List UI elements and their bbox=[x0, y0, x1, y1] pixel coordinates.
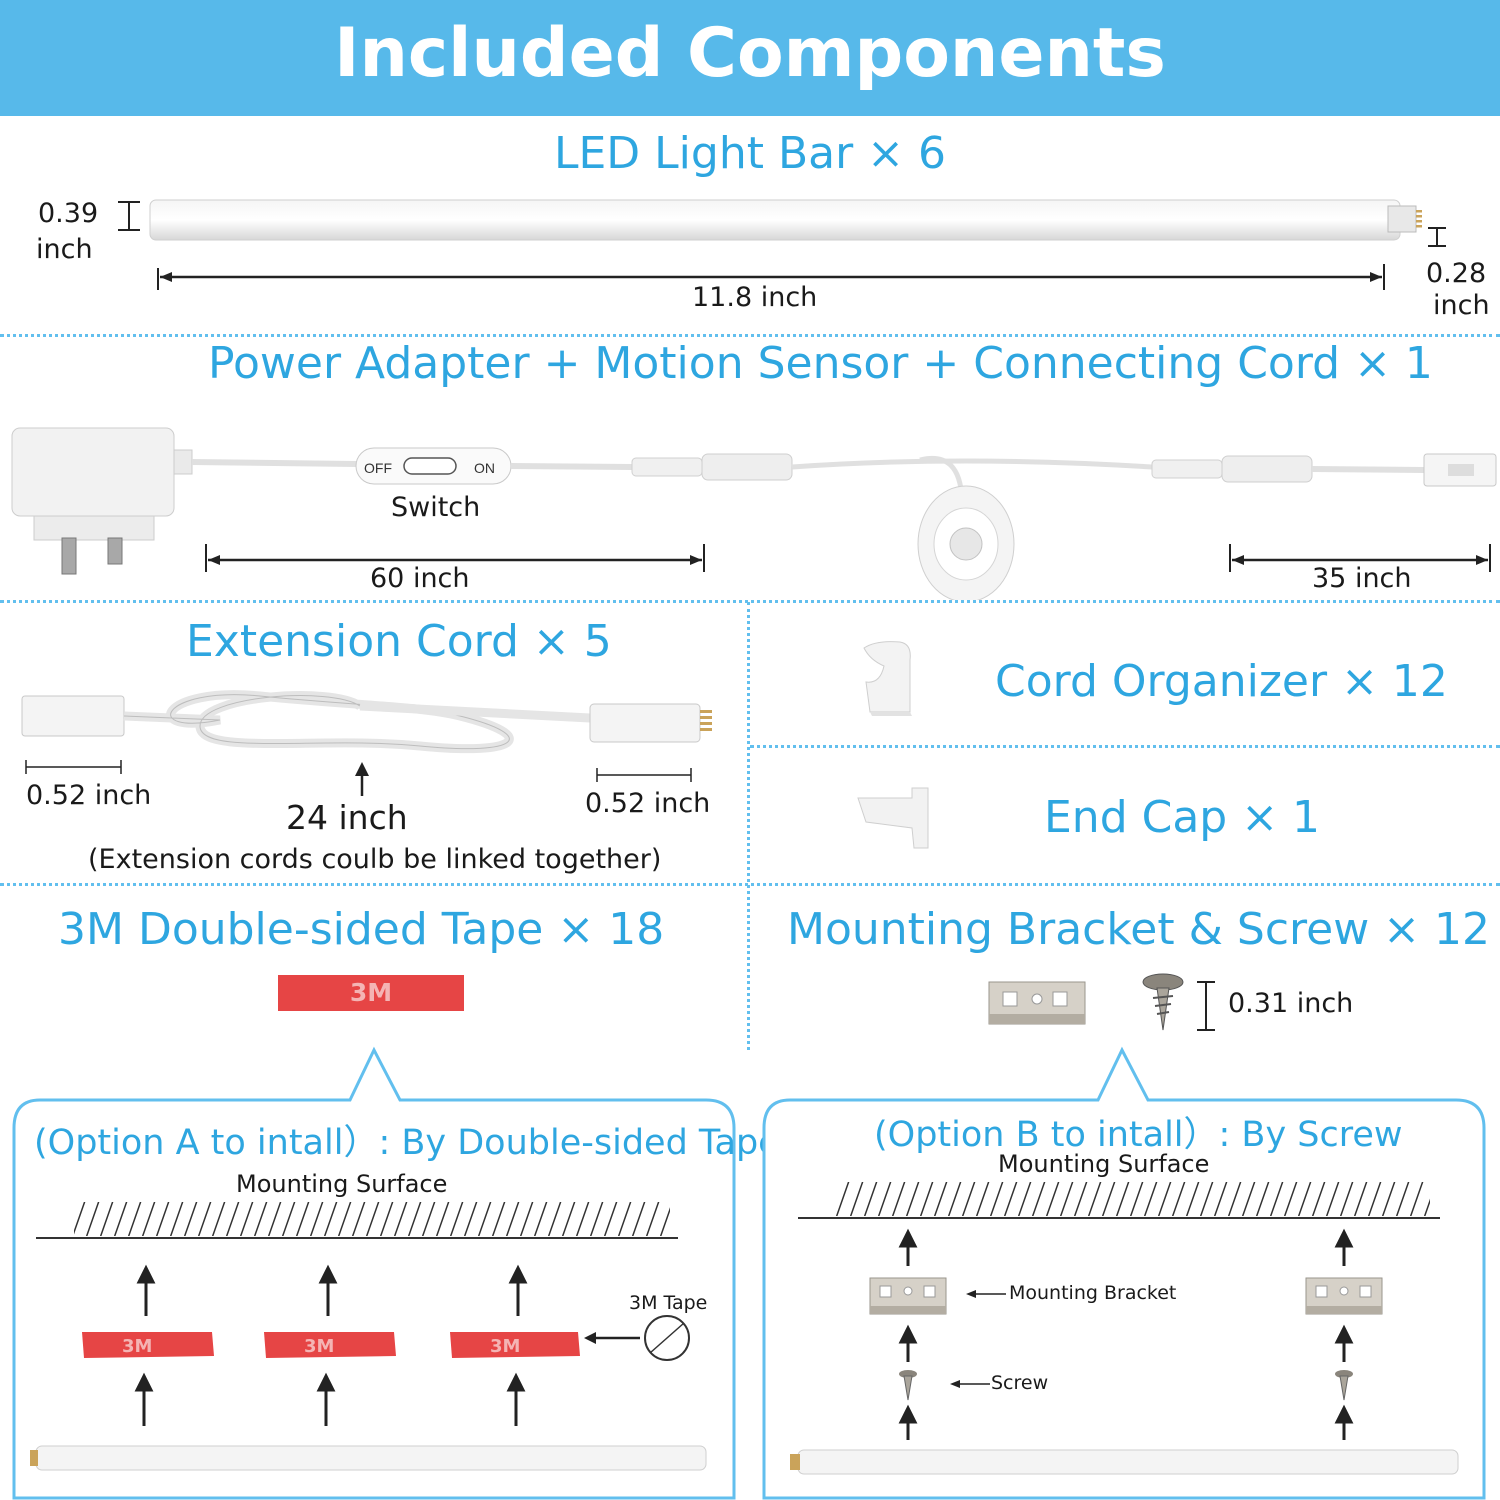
cord-right-length: 35 inch bbox=[1312, 563, 1412, 594]
header-banner bbox=[0, 0, 1500, 116]
option-b-surface-label: Mounting Surface bbox=[998, 1150, 1210, 1178]
extension-right-width: 0.52 inch bbox=[585, 788, 711, 819]
power-title: Power Adapter + Motion Sensor + Connecti… bbox=[208, 338, 1433, 389]
option-b-frame bbox=[762, 1046, 1486, 1500]
bar-length-label: 11.8 inch bbox=[692, 282, 818, 313]
tape-logo: 3M bbox=[349, 978, 393, 1007]
extension-title: Extension Cord × 5 bbox=[186, 616, 612, 667]
tape-strip: 3M bbox=[278, 975, 464, 1011]
bar-height-left-unit: inch bbox=[36, 234, 93, 265]
switch-label: Switch bbox=[391, 492, 481, 523]
divider-vertical bbox=[747, 602, 750, 1050]
bar-height-left-value: 0.39 bbox=[38, 198, 99, 229]
light-bar-drawing bbox=[118, 199, 1446, 290]
extension-note: (Extension cords coulb be linked togethe… bbox=[88, 844, 662, 875]
divider bbox=[0, 883, 1500, 886]
extension-cord-drawing bbox=[21, 690, 712, 796]
screw-length-label: 0.31 inch bbox=[1228, 988, 1354, 1019]
option-a-diagram: 3M 3M 3M bbox=[30, 1202, 707, 1471]
cord-left-length: 60 inch bbox=[370, 563, 470, 594]
option-a-title: (Option A to intall）: By Double-sided Ta… bbox=[34, 1123, 780, 1163]
extension-length: 24 inch bbox=[286, 798, 408, 837]
divider bbox=[0, 600, 1500, 603]
option-a-tape-label: 3M Tape bbox=[629, 1292, 708, 1314]
divider bbox=[0, 334, 1500, 337]
page-title: Included Components bbox=[334, 14, 1166, 93]
cord-organizer-icon bbox=[863, 641, 912, 716]
cord-organizer-title: Cord Organizer × 12 bbox=[995, 656, 1448, 707]
light-bar-title: LED Light Bar × 6 bbox=[553, 128, 947, 179]
divider bbox=[750, 745, 1500, 748]
option-b-screw-label: Screw bbox=[991, 1372, 1049, 1394]
option-b-diagram bbox=[790, 1182, 1459, 1475]
power-cord-drawing: OFF ON bbox=[11, 427, 1497, 600]
option-b-title: (Option B to intall）: By Screw bbox=[874, 1115, 1403, 1155]
bracket-title: Mounting Bracket & Screw × 12 bbox=[787, 904, 1491, 955]
tape-title: 3M Double-sided Tape × 18 bbox=[58, 904, 665, 955]
option-a-frame bbox=[12, 1046, 736, 1500]
tape-logo-a2: 3M bbox=[304, 1336, 334, 1357]
end-cap-icon bbox=[857, 787, 929, 849]
bar-height-right-value: 0.28 bbox=[1426, 258, 1487, 289]
end-cap-title: End Cap × 1 bbox=[1044, 792, 1321, 843]
tape-logo-a3: 3M bbox=[490, 1336, 520, 1357]
switch-on-text: ON bbox=[474, 460, 495, 476]
extension-left-width: 0.52 inch bbox=[26, 780, 152, 811]
bracket-screw-drawing bbox=[988, 973, 1215, 1031]
option-a-surface-label: Mounting Surface bbox=[236, 1170, 448, 1198]
option-b-bracket-label: Mounting Bracket bbox=[1009, 1282, 1177, 1304]
switch-off-text: OFF bbox=[364, 460, 392, 476]
tape-logo-a1: 3M bbox=[122, 1336, 152, 1357]
bar-height-right-unit: inch bbox=[1433, 290, 1490, 321]
